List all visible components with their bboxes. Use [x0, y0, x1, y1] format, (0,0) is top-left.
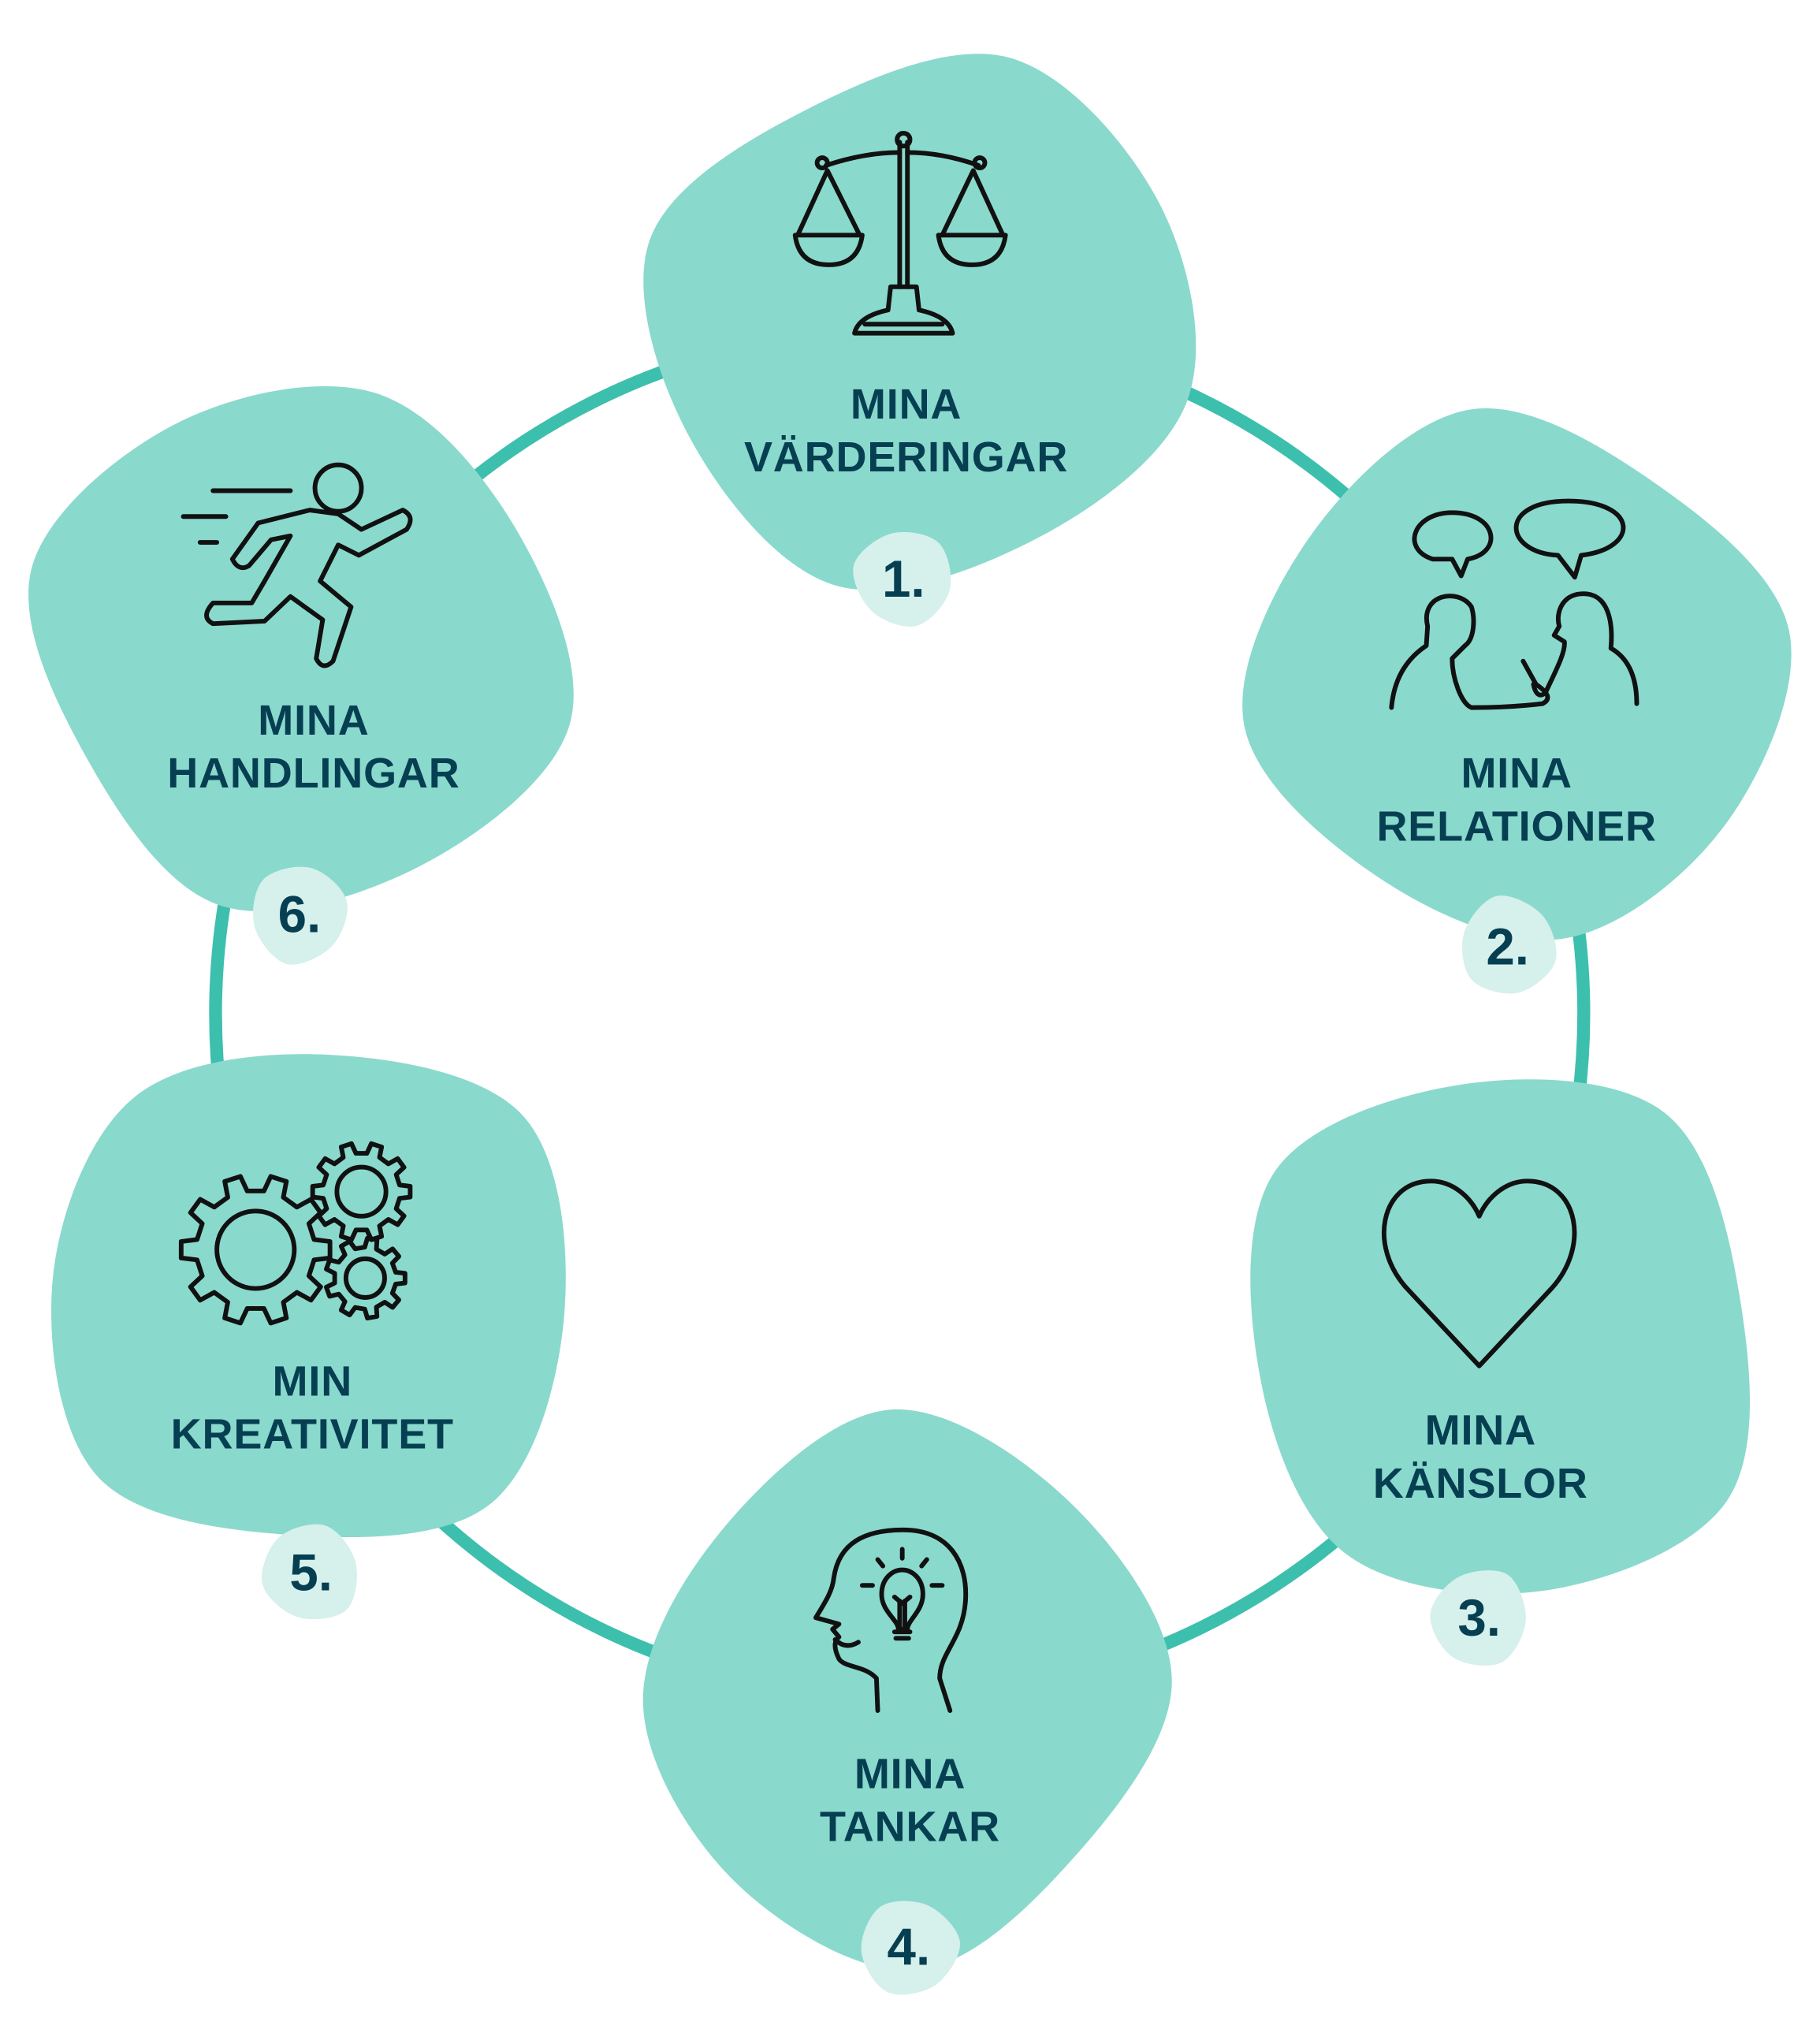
step-label-line2: KREATIVITET	[171, 1411, 454, 1458]
step-number-badge	[853, 531, 951, 627]
step-label-line2: KÄNSLOR	[1373, 1460, 1588, 1507]
gear-hole	[334, 1164, 389, 1219]
step-number: 3.	[1457, 1589, 1501, 1647]
gear-hole	[214, 1208, 297, 1291]
step-label-line2: HANDLINGAR	[167, 750, 460, 797]
running-person-icon	[181, 462, 413, 668]
step-label-line1: MINA	[1461, 750, 1572, 797]
step-number: 4.	[888, 1919, 931, 1976]
step-label-line1: MINA	[850, 381, 962, 428]
gears-icon	[178, 1141, 413, 1326]
step-blob	[28, 385, 574, 912]
scale-icon	[792, 130, 1008, 336]
step-blob	[1250, 1079, 1751, 1594]
step-label-line2: VÄRDERINGAR	[744, 434, 1068, 481]
step-label-line1: MINA	[854, 1750, 966, 1797]
gear-hole	[343, 1256, 387, 1300]
step-number: 5.	[289, 1544, 333, 1602]
step-number-badge	[262, 1524, 357, 1620]
step-blob	[642, 1409, 1172, 1971]
step-number: 2.	[1486, 918, 1529, 976]
step-number-badge	[861, 1901, 961, 1995]
step-number: 1.	[882, 550, 925, 608]
step-blob	[51, 1054, 566, 1538]
step-number-badge	[1462, 895, 1557, 994]
step-number: 6.	[278, 886, 322, 944]
step-number-badge	[253, 866, 348, 965]
step-label-line1: MIN	[273, 1357, 352, 1405]
step-label-line2: RELATIONER	[1376, 802, 1656, 850]
step-label-line1: MINA	[1425, 1407, 1536, 1454]
people-talking-icon	[1389, 498, 1639, 710]
head-lightbulb-icon	[813, 1527, 969, 1713]
heart-icon	[1381, 1178, 1577, 1368]
step-number-badge	[1430, 1570, 1526, 1666]
step-label-line1: MINA	[258, 697, 369, 744]
step-blob	[643, 54, 1197, 590]
gear-icon	[324, 1235, 408, 1321]
gear-icon	[178, 1174, 333, 1326]
gear-icon	[310, 1141, 413, 1242]
step-blob	[1242, 408, 1792, 940]
step-label-line2: TANKAR	[820, 1803, 1000, 1850]
